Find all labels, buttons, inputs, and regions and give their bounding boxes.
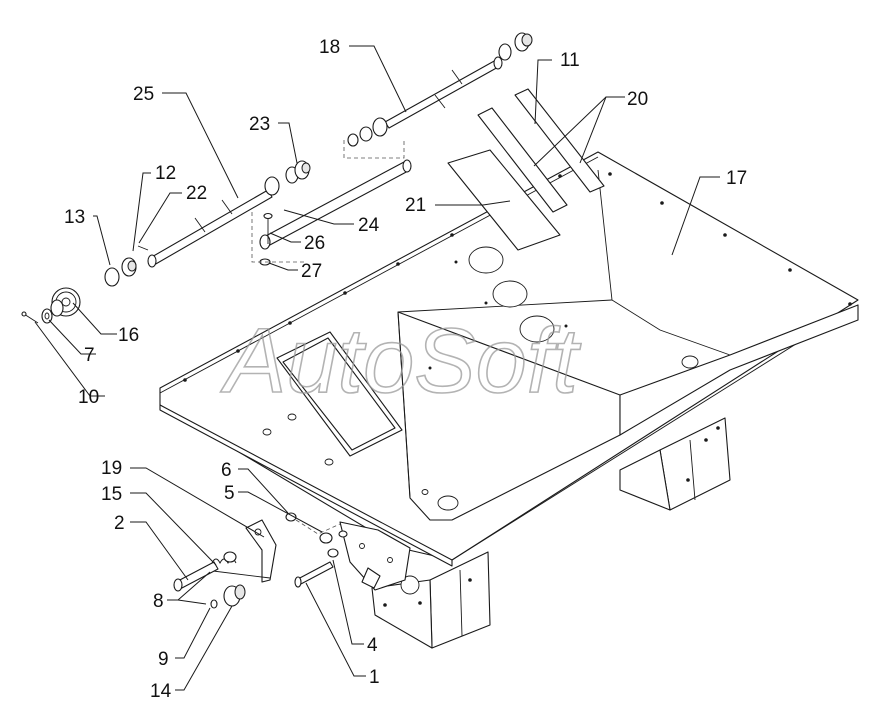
rear-gearbox bbox=[619, 417, 731, 511]
callout-16: 16 bbox=[118, 325, 139, 346]
callout-15: 15 bbox=[101, 484, 122, 505]
bushing-13 bbox=[104, 267, 120, 287]
bushing-14 bbox=[223, 584, 246, 607]
guide-24 bbox=[251, 212, 304, 263]
callout-9: 9 bbox=[158, 649, 169, 670]
main-frame bbox=[159, 151, 859, 567]
callout-27: 27 bbox=[301, 261, 322, 282]
callout-6: 6 bbox=[221, 460, 232, 481]
spring-15 bbox=[211, 551, 237, 565]
callout-14: 14 bbox=[150, 681, 172, 702]
plate-bolts bbox=[262, 413, 429, 495]
bolt-1 bbox=[294, 561, 334, 588]
callout-8: 8 bbox=[153, 591, 164, 612]
cover-plate-21 bbox=[447, 149, 561, 251]
callout-7: 7 bbox=[84, 345, 95, 366]
strap-20a bbox=[477, 107, 568, 213]
strap-20b bbox=[514, 88, 605, 193]
callout-20: 20 bbox=[627, 89, 648, 110]
callout-11: 11 bbox=[560, 50, 580, 71]
shaft-25 bbox=[137, 176, 280, 268]
callout-25: 25 bbox=[133, 84, 154, 105]
callout-10: 10 bbox=[78, 387, 99, 408]
callout-4: 4 bbox=[367, 635, 378, 656]
callout-5: 5 bbox=[224, 483, 235, 504]
callout-24: 24 bbox=[358, 215, 380, 236]
guide-lever bbox=[295, 519, 341, 535]
bolt-26 bbox=[263, 212, 273, 244]
nut-5 bbox=[285, 512, 297, 522]
washer-6 bbox=[319, 530, 348, 544]
bolt-2 bbox=[173, 561, 219, 592]
callout-18: 18 bbox=[319, 37, 340, 58]
bushing-23 bbox=[285, 160, 311, 184]
callout-1: 1 bbox=[369, 667, 380, 688]
callout-26: 26 bbox=[304, 233, 325, 254]
callout-12: 12 bbox=[155, 163, 176, 184]
watermark-text: AutoSoft bbox=[220, 310, 581, 412]
shaft-18 bbox=[347, 32, 533, 147]
callouts: 18 11 20 17 25 23 12 22 13 21 24 26 27 1… bbox=[64, 37, 747, 702]
bushing-12 bbox=[121, 257, 137, 277]
sprocket-16 bbox=[50, 287, 81, 317]
pin-10 bbox=[21, 311, 39, 324]
callout-19: 19 bbox=[101, 458, 122, 479]
callout-21: 21 bbox=[405, 195, 426, 216]
leader-lines bbox=[34, 45, 720, 691]
callout-23: 23 bbox=[249, 114, 270, 135]
guide-18-24 bbox=[343, 140, 405, 159]
callout-22: 22 bbox=[186, 183, 207, 204]
shaft-24 bbox=[259, 159, 412, 250]
side-plate bbox=[339, 521, 411, 591]
lower-left-bracket bbox=[276, 331, 403, 457]
callout-13: 13 bbox=[64, 207, 85, 228]
callout-2: 2 bbox=[114, 513, 125, 534]
front-gearbox bbox=[371, 551, 491, 649]
lever-19 bbox=[204, 519, 277, 583]
nut-4 bbox=[327, 548, 339, 558]
washer-9 bbox=[210, 599, 218, 609]
washer-7 bbox=[41, 308, 53, 324]
callout-17: 17 bbox=[726, 168, 747, 189]
